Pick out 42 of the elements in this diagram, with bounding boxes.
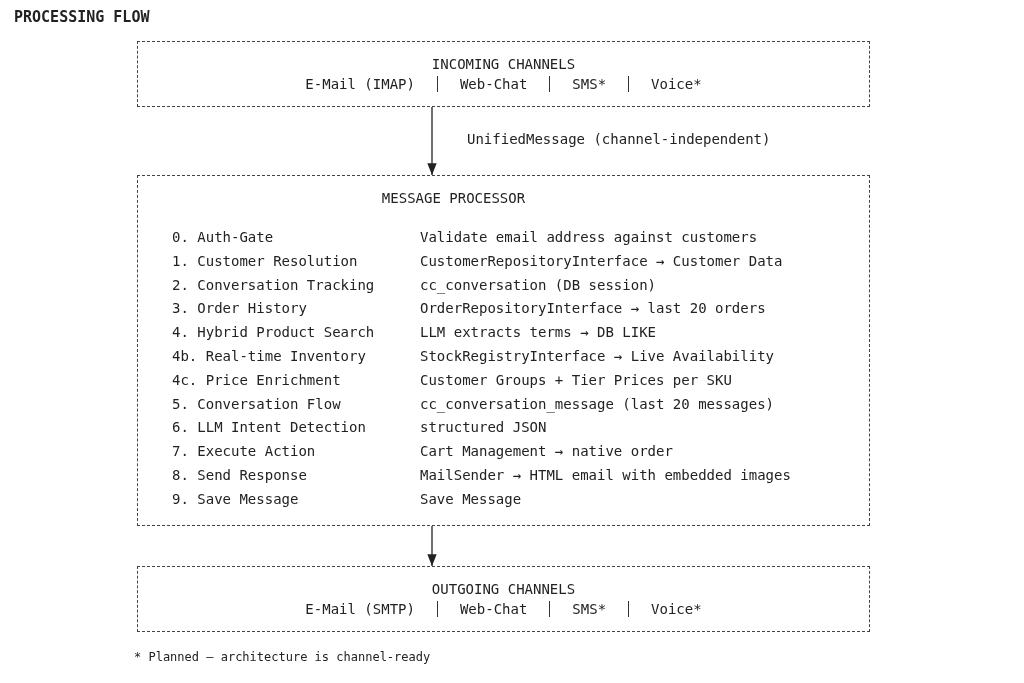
channel-name: SMS* bbox=[549, 601, 629, 617]
step-name: 3. Order History bbox=[172, 299, 308, 319]
channel-name: Voice* bbox=[628, 76, 724, 92]
step-name: 7. Execute Action bbox=[172, 442, 317, 461]
diagram-title: PROCESSING FLOW bbox=[14, 8, 150, 26]
channel-name: E-Mail (IMAP) bbox=[304, 76, 416, 92]
step-description: Validate email address against customers bbox=[420, 228, 759, 247]
box-heading: OUTGOING CHANNELS bbox=[430, 581, 577, 597]
step-name: 1. Customer Resolution bbox=[172, 251, 359, 271]
step-description: Customer Groups + Tier Prices per SKU bbox=[420, 370, 733, 390]
channel-name: Web-Chat bbox=[436, 601, 550, 617]
box-heading: INCOMING CHANNELS bbox=[430, 56, 577, 72]
step-description: Save Message bbox=[420, 489, 523, 509]
step-name: 9. Save Message bbox=[172, 489, 300, 509]
step-description: Cart Management → native order bbox=[420, 442, 674, 461]
step-name: 4. Hybrid Product Search bbox=[172, 323, 376, 342]
step-description: MailSender → HTML email with embedded images bbox=[420, 465, 792, 485]
channel-name: E-Mail (SMTP) bbox=[304, 601, 416, 617]
step-description: OrderRepositoryInterface → last 20 orders bbox=[420, 299, 767, 319]
step-description: cc_conversation (DB session) bbox=[420, 275, 657, 295]
step-name: 6. LLM Intent Detection bbox=[172, 418, 367, 438]
dashed-box bbox=[137, 566, 870, 632]
dashed-box bbox=[137, 175, 870, 526]
step-description: structured JSON bbox=[420, 418, 548, 438]
step-name: 4b. Real-time Inventory bbox=[172, 347, 367, 366]
step-description: StockRegistryInterface → Live Availability bbox=[420, 347, 775, 366]
step-name: 4c. Price Enrichment bbox=[172, 370, 342, 390]
arrow bbox=[427, 525, 437, 567]
arrow bbox=[427, 106, 437, 176]
channel-name: Web-Chat bbox=[436, 76, 550, 92]
step-description: CustomerRepositoryInterface → Customer Data bbox=[420, 251, 784, 271]
step-name: 0. Auth-Gate bbox=[172, 228, 275, 247]
step-name: 8. Send Response bbox=[172, 465, 308, 485]
step-name: 5. Conversation Flow bbox=[172, 394, 342, 414]
step-description: LLM extracts terms → DB LIKE bbox=[420, 323, 657, 342]
dashed-box bbox=[137, 41, 870, 107]
channel-name: SMS* bbox=[549, 76, 629, 92]
step-name: 2. Conversation Tracking bbox=[172, 275, 376, 295]
step-description: cc_conversation_message (last 20 messages) bbox=[420, 394, 775, 414]
channel-name: Voice* bbox=[628, 601, 724, 617]
footnote: * Planned – architecture is channel-ready bbox=[134, 650, 431, 664]
box-heading: MESSAGE PROCESSOR bbox=[380, 190, 527, 206]
